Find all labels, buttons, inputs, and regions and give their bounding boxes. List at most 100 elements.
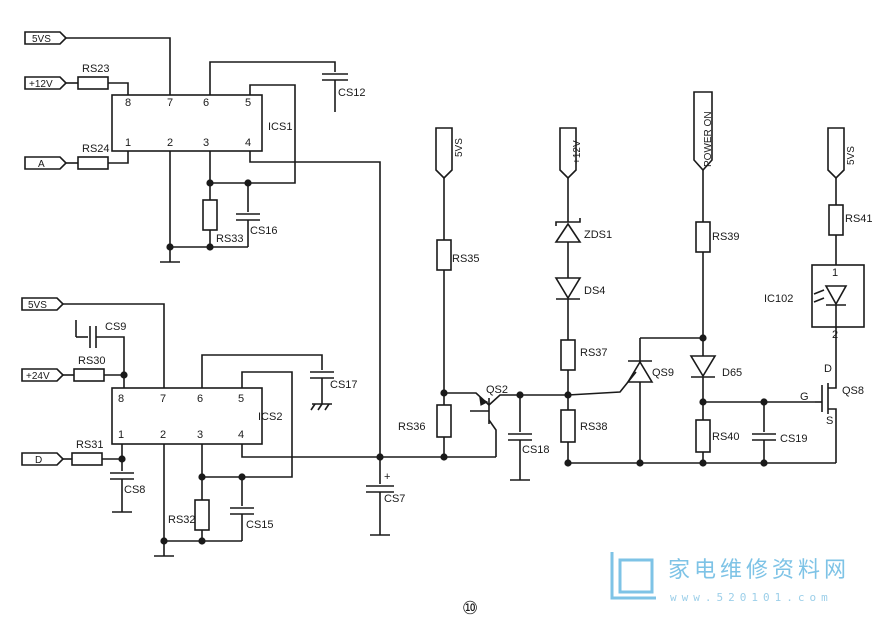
cs18-label: CS18 <box>522 444 550 456</box>
qs8-s-label: S <box>826 415 833 427</box>
d65-triangle <box>689 355 717 378</box>
junction <box>198 537 206 545</box>
ds4-label: DS4 <box>584 285 605 297</box>
cs12-label: CS12 <box>338 87 366 99</box>
junction <box>699 459 707 467</box>
ic102-label: IC102 <box>764 293 793 305</box>
cs7-block: + CS7 <box>366 453 496 536</box>
rs32-resistor <box>194 499 210 531</box>
rs41-label: RS41 <box>845 213 873 225</box>
ics2-pin3: 3 <box>197 429 203 441</box>
wire-ics1-pin4-out <box>249 151 381 457</box>
qs2-base-wire <box>488 419 497 457</box>
ics1-body <box>111 94 263 152</box>
ics1-pin3: 3 <box>203 137 209 149</box>
ics2-pin4: 4 <box>238 429 244 441</box>
zds1-bar <box>555 218 581 226</box>
ics2-pin7: 7 <box>160 393 166 405</box>
ics1-block: ICS1 8 7 6 5 1 2 3 4 5VS +12V RS23 A RS2… <box>24 31 381 457</box>
ics2-pin6: 6 <box>197 393 203 405</box>
ics2-body <box>111 387 263 445</box>
rs40-label: RS40 <box>712 431 740 443</box>
net-zd-supply-label: +12V <box>572 140 583 164</box>
wire <box>96 336 125 375</box>
ics2-pin5: 5 <box>238 393 244 405</box>
cs7-label: CS7 <box>384 493 405 505</box>
ics1-pin1: 1 <box>125 137 131 149</box>
power-on-block: POWER ON RS39 QS9 D65 RS40 CS19 <box>567 91 815 463</box>
zds1-label: ZDS1 <box>584 229 612 241</box>
cs16-label: CS16 <box>250 225 278 237</box>
junction <box>206 243 214 251</box>
rs32-label: RS32 <box>168 514 196 526</box>
wire-rs24-pin1 <box>108 151 129 164</box>
cs8-label: CS8 <box>124 484 145 496</box>
ic102-ray <box>813 297 825 303</box>
zds1-triangle <box>554 222 582 243</box>
ic102-ray <box>813 289 825 295</box>
ics1-pin5: 5 <box>245 97 251 109</box>
rs35-label: RS35 <box>452 253 480 265</box>
qs9-gate <box>567 371 637 396</box>
qs2-block: 5VS RS35 RS36 QS2 CS18 <box>398 127 568 481</box>
rs31-resistor <box>71 452 103 466</box>
cs9-label: CS9 <box>105 321 126 333</box>
qs8-d-label: D <box>824 363 832 375</box>
wire-ics2-pin4-out <box>241 444 380 458</box>
rs33-resistor <box>202 199 218 231</box>
ics1-pin8: 8 <box>125 97 131 109</box>
zener-chain: +12V ZDS1 DS4 RS37 RS38 <box>554 127 612 463</box>
watermark-text: 家电维修资料网 <box>668 558 850 583</box>
cs19-label: CS19 <box>780 433 808 445</box>
watermark-url: www.520101.com <box>670 591 833 604</box>
net-5vs-top-label: 5VS <box>32 34 51 45</box>
ics1-pin6: 6 <box>203 97 209 109</box>
ics1-pin4: 4 <box>245 137 251 149</box>
wire-rs23-pin8 <box>108 82 129 95</box>
ics2-pin1: 1 <box>118 429 124 441</box>
wire <box>102 444 123 460</box>
net-a-label: A <box>38 159 45 170</box>
junction <box>120 371 128 379</box>
rs24-resistor <box>77 156 109 170</box>
net-a-tag <box>24 156 68 170</box>
net-opto-supply-label: 5VS <box>846 146 857 165</box>
ics2-pin2: 2 <box>160 429 166 441</box>
wire-pin5 <box>241 371 293 478</box>
ics2-pin8: 8 <box>118 393 124 405</box>
net-opto-supply-tag <box>827 127 845 180</box>
chassis-ground <box>317 403 323 411</box>
ics2-block: ICS2 8 7 6 5 1 2 3 4 5VS CS9 +24V RS30 D… <box>21 297 380 557</box>
rs39-label: RS39 <box>712 231 740 243</box>
net-5vs-top-tag <box>24 31 68 45</box>
qs9-triangle <box>626 360 654 383</box>
watermark-logo <box>610 552 656 600</box>
rs37-resistor <box>560 339 576 371</box>
rs40-resistor <box>695 419 711 453</box>
rs30-resistor <box>73 368 105 382</box>
net-d-tag <box>21 452 65 466</box>
junction <box>564 459 572 467</box>
cs17-label: CS17 <box>330 379 358 391</box>
net-5vs-mid-tag <box>21 297 65 311</box>
ic102-led <box>824 285 848 306</box>
net-24v-tag <box>21 368 65 382</box>
rs23-label: RS23 <box>82 63 110 75</box>
junction <box>636 459 644 467</box>
net-5vs-mid-label: 5VS <box>28 300 47 311</box>
chassis-ground <box>310 403 316 411</box>
ics1-pin2: 2 <box>167 137 173 149</box>
rs33-label: RS33 <box>216 233 244 245</box>
qs2-arrow <box>479 396 489 406</box>
rs36-resistor <box>436 404 452 438</box>
wire-pin5 <box>248 84 296 184</box>
wire-pin6-cs12 <box>209 61 336 95</box>
rs35-resistor <box>436 239 452 271</box>
d65-label: D65 <box>722 367 742 379</box>
rs37-label: RS37 <box>580 347 608 359</box>
rs31-label: RS31 <box>76 439 104 451</box>
rs36-label: RS36 <box>398 421 426 433</box>
rs38-resistor <box>560 409 576 443</box>
junction <box>760 459 768 467</box>
